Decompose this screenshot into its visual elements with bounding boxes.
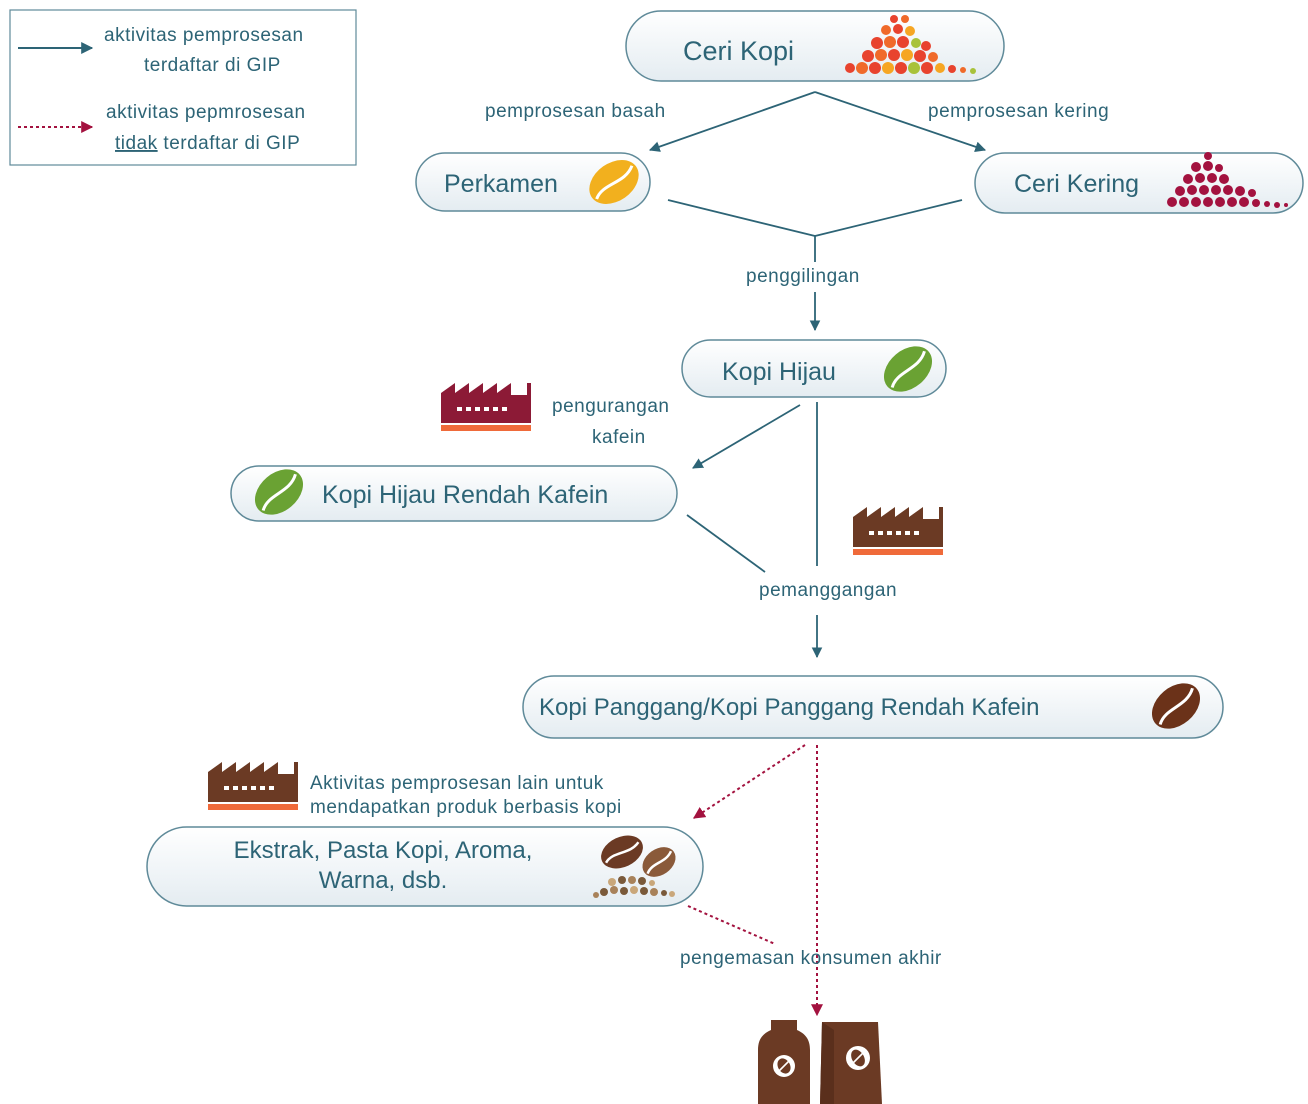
node-kopi-hijau-rendah-kafein-label: Kopi Hijau Rendah Kafein <box>322 481 608 509</box>
node-ceri-kopi-label: Ceri Kopi <box>683 36 794 66</box>
dotted-edges <box>687 744 823 1017</box>
edge-panggang-to-ekstrak <box>692 744 806 819</box>
legend: aktivitas pemprosesan terdaftar di GIP a… <box>9 9 357 166</box>
label-pemanggangan: pemanggangan <box>759 580 897 601</box>
coffee-extract-icon <box>593 835 676 898</box>
dried-cherry-pile-icon <box>1167 152 1288 208</box>
edge-ceri-to-perkamen <box>648 91 816 152</box>
coffee-cherry-pile-icon <box>845 15 976 74</box>
node-kopi-panggang: Kopi Panggang/Kopi Panggang Rendah Kafei… <box>522 675 1224 739</box>
edge-ceri-to-kering <box>814 91 987 152</box>
solid-edges <box>648 91 987 659</box>
node-kopi-hijau: Kopi Hijau <box>681 339 947 398</box>
legend-underlined-word: tidak <box>115 133 158 154</box>
factory-icon <box>853 507 943 555</box>
green-bean-icon <box>883 346 933 392</box>
packaging-icon <box>758 1020 882 1104</box>
label-pengurangan-kafein-2: kafein <box>592 427 646 448</box>
node-kopi-hijau-rendah-kafein: Kopi Hijau Rendah Kafein <box>230 465 678 522</box>
factory-icon <box>208 762 298 810</box>
label-penggilingan: penggilingan <box>746 266 860 287</box>
label-pemprosesan-basah: pemprosesan basah <box>485 101 666 122</box>
node-kopi-hijau-rendah-kafein-box <box>230 465 678 522</box>
node-ekstrak: Ekstrak, Pasta Kopi, Aroma, Warna, dsb. <box>146 826 704 907</box>
legend-solid-text-2: terdaftar di GIP <box>144 55 281 76</box>
edge-kering-merge <box>814 199 963 237</box>
node-kopi-hijau-label: Kopi Hijau <box>722 358 836 386</box>
node-ekstrak-label-1: Ekstrak, Pasta Kopi, Aroma, <box>234 837 533 864</box>
node-perkamen: Perkamen <box>415 152 651 212</box>
label-pengemasan: pengemasan konsumen akhir <box>680 948 942 969</box>
edge-rendah-to-panggang <box>686 514 766 573</box>
label-aktivitas-lain-2: mendapatkan produk berbasis kopi <box>310 797 622 818</box>
node-ceri-kering-label: Ceri Kering <box>1014 170 1139 198</box>
edge-perkamen-merge <box>667 199 816 237</box>
node-kopi-hijau-box <box>681 339 947 398</box>
factory-icon <box>441 383 531 431</box>
node-ekstrak-box <box>146 826 704 907</box>
node-ekstrak-label-2: Warna, dsb. <box>319 867 448 894</box>
label-aktivitas-lain-1: Aktivitas pemprosesan lain untuk <box>310 773 604 794</box>
legend-dotted-text-2-rest: terdaftar di GIP <box>158 133 301 154</box>
node-ceri-kopi: Ceri Kopi <box>625 10 1005 82</box>
legend-dotted-text-1: aktivitas pepmrosesan <box>106 102 306 123</box>
roasted-bean-icon <box>1151 683 1201 729</box>
edge-ekstrak-to-pack <box>687 905 776 945</box>
legend-solid-text-1: aktivitas pemprosesan <box>104 25 304 46</box>
green-bean-icon <box>254 469 304 515</box>
edge-labels: pemprosesan basah pemprosesan kering pen… <box>310 101 1109 969</box>
edge-hijau-to-rendah <box>692 404 801 469</box>
label-pemprosesan-kering: pemprosesan kering <box>928 101 1109 122</box>
legend-box <box>9 9 357 166</box>
node-kopi-panggang-box <box>522 675 1224 739</box>
parchment-bean-icon <box>589 160 639 204</box>
node-kopi-panggang-label: Kopi Panggang/Kopi Panggang Rendah Kafei… <box>539 694 1039 721</box>
legend-dotted-text-2: tidak terdaftar di GIP <box>115 133 300 154</box>
node-perkamen-label: Perkamen <box>444 170 558 198</box>
node-ceri-kering: Ceri Kering <box>974 152 1304 214</box>
label-pengurangan-kafein-1: pengurangan <box>552 396 670 417</box>
